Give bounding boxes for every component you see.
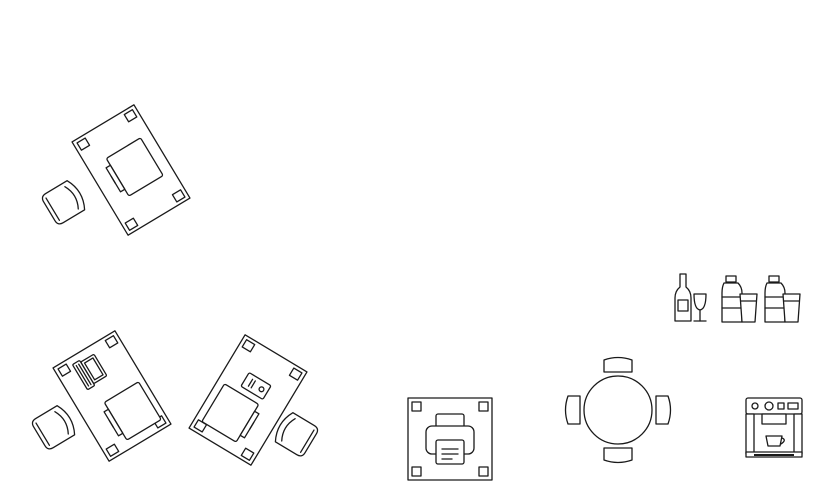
water-bottle-and-glass (765, 276, 800, 322)
water-glass-icon (783, 294, 800, 322)
chair-icon (29, 402, 80, 452)
wine-bottle-icon (675, 274, 691, 321)
wine-bottle-and-glass (675, 274, 706, 321)
water-bottle-and-glass (722, 276, 757, 322)
round-table-icon (584, 376, 652, 444)
coffee-machine (746, 398, 802, 457)
printer-icon (426, 414, 474, 464)
coffee-machine-icon (746, 398, 802, 457)
desk-with-monitor (39, 104, 191, 236)
water-bottle-icon (722, 276, 742, 322)
wine-glass-icon (694, 294, 706, 321)
chair-icon (566, 358, 671, 463)
printer-station (408, 398, 492, 480)
chair-icon (39, 177, 90, 227)
desk-with-laptop-and-monitor (29, 330, 172, 462)
round-table-with-chairs (566, 358, 671, 463)
desk-icon (52, 330, 172, 462)
desk-with-pc (188, 334, 321, 466)
water-bottle-icon (765, 276, 785, 322)
water-glass-icon (740, 294, 757, 322)
